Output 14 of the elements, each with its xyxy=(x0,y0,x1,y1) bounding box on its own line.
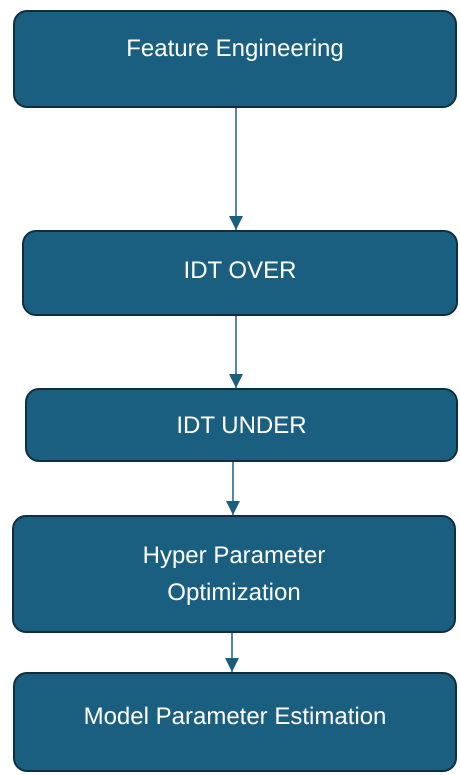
arrow xyxy=(225,633,239,672)
process-box xyxy=(12,515,456,633)
box-label: Feature Engineering xyxy=(126,34,344,64)
process-box xyxy=(13,672,457,772)
box-label: IDT OVER xyxy=(184,256,296,286)
arrow xyxy=(229,316,243,388)
box-label: Hyper Parameter Optimization xyxy=(142,541,326,608)
process-box xyxy=(25,388,458,462)
box-label: Model Parameter Estimation xyxy=(84,702,386,732)
process-box xyxy=(13,10,457,108)
box-label: IDT UNDER xyxy=(176,411,307,441)
arrow xyxy=(229,108,243,230)
arrow xyxy=(226,462,240,515)
process-box xyxy=(22,230,458,316)
